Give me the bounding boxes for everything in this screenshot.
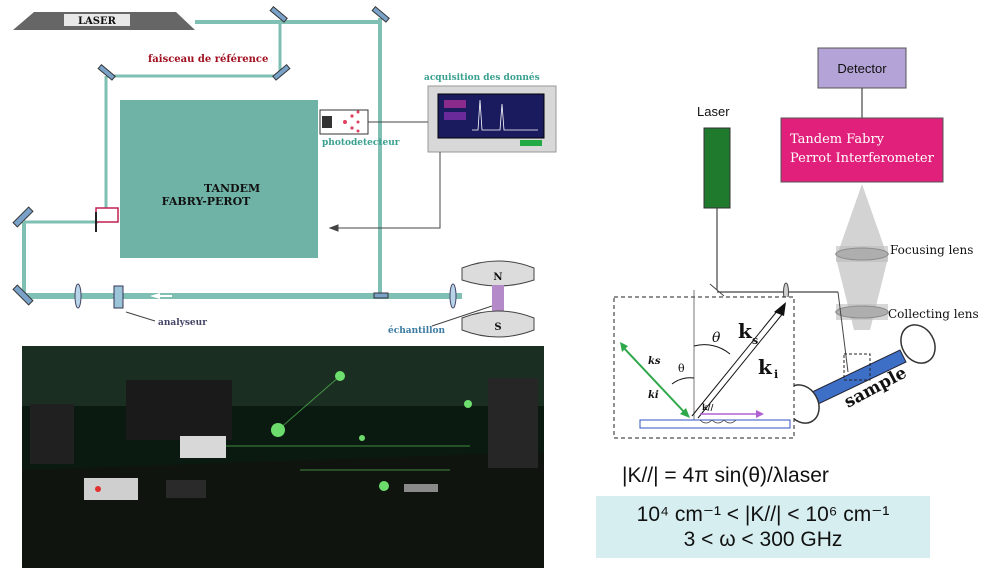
detector-label: Detector — [837, 61, 887, 76]
range-box: 10⁴ cm⁻¹ < |K//| < 10⁶ cm⁻¹ 3 < ω < 300 … — [596, 496, 930, 558]
magnet-north: N — [493, 272, 502, 283]
sample-label-fr: échantillon — [388, 325, 446, 336]
scattering-geometry: Detector Tandem Fabry Perrot Interferome… — [613, 47, 979, 439]
sample-rod — [492, 285, 504, 311]
laser-body — [703, 127, 731, 209]
k-parallel-formula: |K//| = 4π sin(θ)/λlaser — [622, 464, 829, 487]
lab-photo — [22, 346, 544, 568]
analyzer-label: analyseur — [158, 318, 207, 328]
magnet: N S — [461, 260, 535, 338]
ks-big: k — [738, 319, 753, 343]
photodetector-label: photodetecteur — [322, 138, 400, 148]
inset-ki: ki — [648, 390, 659, 401]
lens — [74, 283, 82, 309]
collecting-lens-label: Collecting lens — [888, 307, 979, 321]
magnet-pole-right — [900, 324, 936, 364]
wavevector-range: 10⁴ cm⁻¹ < |K//| < 10⁶ cm⁻¹ — [636, 503, 890, 526]
theta-big: θ — [712, 330, 721, 346]
mirrors — [12, 5, 390, 306]
brillouin-schematic: LASER faisceau de référence TANDEM — [12, 5, 557, 338]
inset-kparallel: k// — [702, 402, 713, 412]
frequency-range: 3 < ω < 300 GHz — [683, 528, 843, 551]
ks-big-sub: s — [752, 334, 758, 347]
inset-ks: ks — [648, 356, 661, 367]
reference-beam-label: faisceau de référence — [148, 54, 268, 65]
photodetector-fan — [343, 110, 360, 133]
tandem-label-line2: FABRY-PEROT — [162, 195, 251, 208]
acquisition-label: acquisition des donnés — [424, 72, 540, 83]
inset-theta: θ — [678, 362, 685, 375]
laser-label-right: Laser — [697, 104, 730, 119]
laser-label: LASER — [78, 16, 117, 27]
tfp-label-line2: Perrot Interferometer — [790, 151, 935, 166]
magnet-south: S — [494, 322, 501, 333]
ki-big-sub: i — [774, 368, 778, 381]
beam-paths — [22, 18, 462, 299]
tandem-label-line1: TANDEM — [204, 182, 260, 195]
tfp-box — [780, 117, 944, 183]
focusing-lens-label: Focusing lens — [890, 243, 973, 257]
lens — [449, 283, 457, 309]
signal-lines — [328, 121, 441, 232]
ki-big: k — [758, 355, 773, 379]
tandem-fabry-perot-box — [120, 100, 318, 258]
tfp-label-line1: Tandem Fabry — [790, 132, 885, 147]
analyzer — [113, 285, 124, 309]
